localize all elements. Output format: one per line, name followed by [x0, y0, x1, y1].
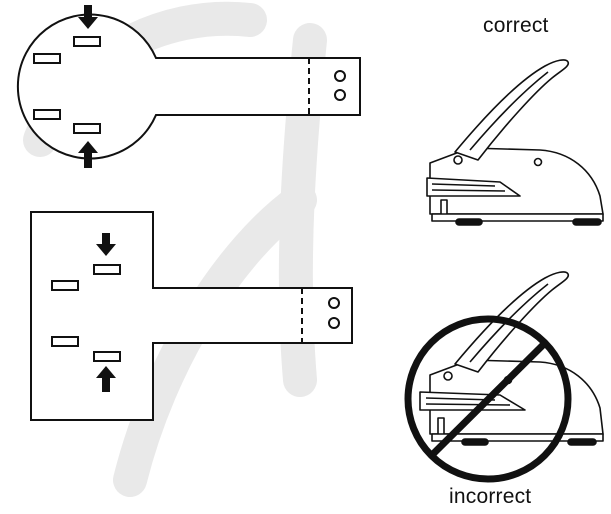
arrow-down-icon	[96, 233, 116, 256]
tab-slot-4	[73, 123, 101, 134]
tab-slot-3	[33, 109, 61, 120]
embosser-base	[431, 433, 604, 442]
embosser-jaw-line	[431, 183, 506, 192]
arrow-up-icon	[78, 141, 98, 168]
tab-slot-2	[51, 280, 79, 291]
tab-slot-1	[93, 264, 121, 275]
embosser-base	[431, 213, 604, 222]
hole-top	[334, 70, 346, 82]
hole-bottom	[328, 317, 340, 329]
embosser-incorrect	[419, 271, 604, 446]
tab-slot-4	[93, 351, 121, 362]
embosser-handle-inner	[469, 71, 549, 151]
arrow-up-icon	[96, 366, 116, 392]
tab-slot-1	[73, 36, 101, 47]
tab-slot-3	[51, 336, 79, 347]
label-correct: correct	[483, 14, 549, 37]
hole-bottom	[334, 89, 346, 101]
foot-left	[455, 218, 483, 226]
round-plate-outline	[16, 13, 361, 160]
prohibition-icon	[404, 315, 572, 483]
embosser-handle-inner	[469, 283, 549, 363]
hole-top	[328, 297, 340, 309]
foot-left	[461, 438, 489, 446]
tab-slot-2	[33, 53, 61, 64]
square-plate-diagram	[30, 211, 353, 421]
foot-right	[572, 218, 602, 226]
foot-right	[567, 438, 597, 446]
embosser-handle	[454, 59, 570, 161]
label-incorrect: incorrect	[449, 485, 532, 508]
pivot-pin	[443, 371, 453, 381]
embosser-body	[429, 147, 604, 215]
embosser-correct	[426, 59, 604, 226]
round-plate-diagram	[16, 13, 361, 160]
pivot-pin	[453, 155, 463, 165]
arrow-down-icon	[78, 5, 98, 29]
pivot-pin	[533, 157, 543, 167]
